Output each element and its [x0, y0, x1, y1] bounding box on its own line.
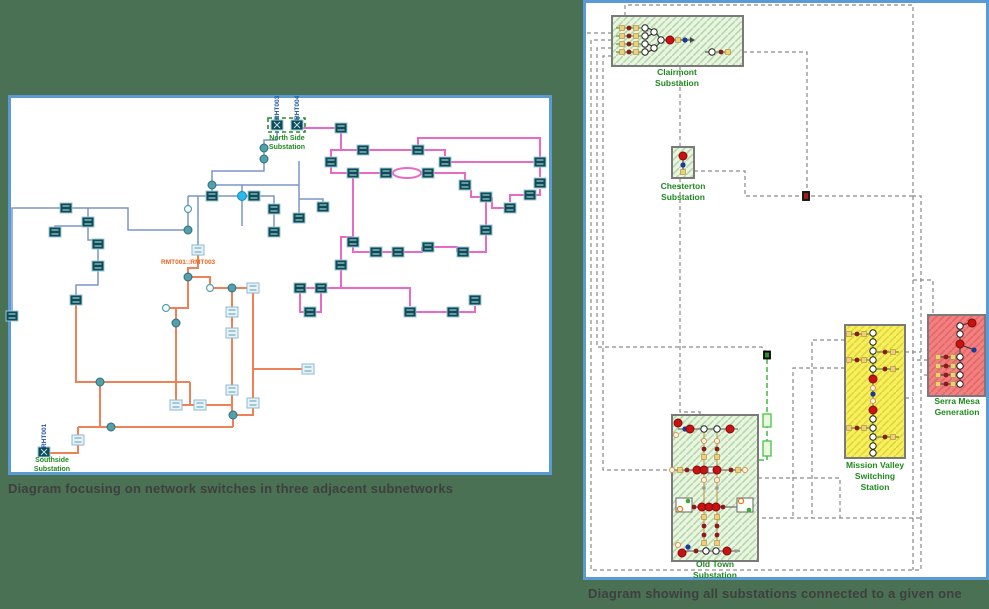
right-diagram-caption: Diagram showing all substations connecte…: [588, 586, 962, 601]
substations-overview-diagram-panel[interactable]: [583, 0, 989, 580]
network-switches-diagram-panel[interactable]: [8, 95, 552, 475]
left-diagram-caption: Diagram focusing on network switches in …: [8, 481, 454, 496]
